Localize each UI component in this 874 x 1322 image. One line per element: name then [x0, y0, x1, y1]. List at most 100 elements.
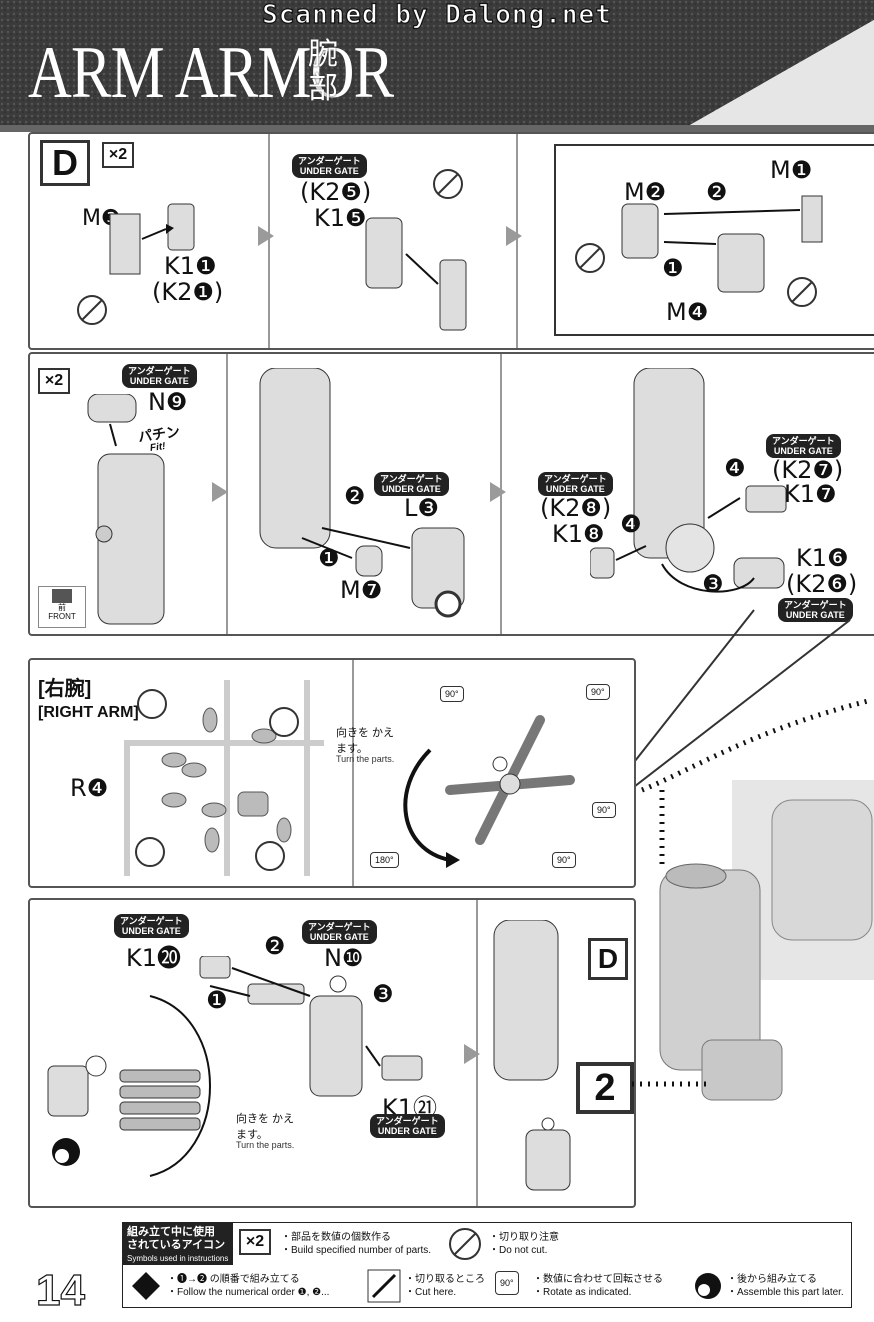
turn-parts-en: Turn the parts.	[336, 754, 395, 764]
under-gate-jp: アンダーゲート	[128, 366, 191, 376]
multiplier-icon: ×2	[239, 1229, 271, 1255]
step-arrow	[258, 226, 274, 246]
forearm-drawing	[493, 920, 571, 1191]
step-number-4: ❹	[724, 454, 746, 482]
step-number-4: ❹	[620, 510, 642, 538]
legend-later-jp: ・後から組み立てる	[727, 1274, 817, 1285]
header-band	[0, 0, 874, 132]
part-m1-label: M❶	[770, 156, 813, 184]
part-k2-5-label: (K2❺)	[300, 178, 372, 206]
rotate-90-icon-mid: 90°	[592, 802, 616, 818]
arm-drawing-3	[590, 368, 787, 593]
under-gate-en: UNDER GATE	[129, 376, 189, 386]
front-indicator: 前 FRONT	[38, 586, 86, 628]
assembled-arm-photo	[641, 697, 874, 1101]
page-title: ARM ARMOR	[28, 32, 394, 114]
step-number-3: ❸	[372, 980, 394, 1008]
legend-x2: ×2	[239, 1229, 271, 1255]
legend-head: 組み立て中に使用 されているアイコン Symbols used in instr…	[123, 1223, 233, 1265]
legend-nocut-jp: ・切り取り注意	[489, 1232, 559, 1243]
legend-x2-text: ・部品を数値の個数作る ・Build specified number of p…	[281, 1231, 431, 1257]
legend-rot-en: ・Rotate as indicated.	[533, 1287, 632, 1298]
part-k2-label: (K2❶)	[152, 278, 224, 306]
legend-cut-jp: ・切り取るところ	[405, 1274, 485, 1285]
part-l3-label: L❸	[404, 494, 439, 522]
page-number: 14	[35, 1265, 85, 1315]
runner-drawing	[124, 680, 324, 876]
turn-parts-jp: 向きを かえます。	[336, 727, 395, 755]
step-arrow	[212, 482, 228, 502]
under-gate-jp: アンダーゲート	[120, 916, 183, 926]
under-gate-en: UNDER GATE	[545, 484, 605, 494]
legend-order-en: ・Follow the numerical order ❶, ❷...	[167, 1287, 330, 1298]
under-gate-jp: アンダーゲート	[380, 474, 443, 484]
legend-later-text: ・後から組み立てる ・Assemble this part later.	[727, 1273, 844, 1299]
legend-nocut-text: ・切り取り注意 ・Do not cut.	[489, 1231, 559, 1257]
divider	[226, 354, 228, 634]
no-cut-icon	[449, 1228, 481, 1260]
under-gate-jp: アンダーゲート	[784, 600, 847, 610]
legend-order-text: ・❶→❷ の順番で組み立てる ・Follow the numerical ord…	[167, 1273, 329, 1299]
rotation-drawing	[403, 715, 575, 868]
arm-drawing-2	[259, 368, 465, 618]
symbol-legend: 組み立て中に使用 されているアイコン Symbols used in instr…	[122, 1222, 852, 1308]
part-n9-label: N❾	[148, 388, 188, 416]
part-k1-7-label: K1❼	[784, 480, 837, 508]
under-gate-en: UNDER GATE	[377, 1126, 437, 1136]
step-number-2: ❷	[706, 178, 728, 206]
part-k1-label: K1❶	[164, 252, 217, 280]
part-m7-label: M❼	[340, 576, 383, 604]
callout-lines	[619, 609, 851, 791]
step-number-2: ❷	[264, 932, 286, 960]
step-number-1: ❶	[206, 986, 228, 1014]
under-gate-en: UNDER GATE	[299, 166, 359, 176]
part-k1-6-label: K1❻	[796, 544, 849, 572]
front-label-jp: 前	[58, 603, 66, 612]
step-number-2: ❷	[344, 482, 366, 510]
page-title-jp: 腕部	[308, 37, 338, 106]
divider	[268, 134, 270, 348]
under-gate-en: UNDER GATE	[785, 610, 845, 620]
part-k2-7-label: (K2❼)	[772, 456, 844, 484]
step-arrow	[490, 482, 506, 502]
part-m2-label: M❷	[624, 178, 667, 206]
callout-dots	[632, 1081, 712, 1087]
part-d-box: D	[40, 140, 90, 186]
arm-drawing-1	[87, 394, 165, 625]
part-2-box: 2	[576, 1062, 634, 1114]
rotate-degrees: 90°	[500, 1278, 514, 1288]
step-arrow	[506, 226, 522, 246]
right-arm-title-jp: [右腕]	[38, 678, 92, 700]
legend-x2-en: ・Build specified number of parts.	[281, 1245, 432, 1256]
front-icon	[52, 589, 72, 603]
under-gate-en: UNDER GATE	[309, 932, 369, 942]
under-gate-jp: アンダーゲート	[308, 922, 371, 932]
rotate-icon: 90°	[495, 1271, 519, 1295]
divider	[352, 660, 354, 886]
rotate-degrees: 90°	[597, 805, 611, 815]
part-drawing-step3	[575, 195, 823, 307]
under-gate-jp: アンダーゲート	[376, 1116, 439, 1126]
legend-head-jp: 組み立て中に使用 されているアイコン	[127, 1226, 226, 1251]
divider	[476, 900, 478, 1206]
order-icon	[132, 1272, 160, 1300]
legend-cut-text: ・切り取るところ ・Cut here.	[405, 1273, 485, 1299]
multiplier-badge: ×2	[102, 142, 134, 168]
part-k1-5-label: K1❺	[314, 204, 367, 232]
step-number-1: ❶	[318, 544, 340, 572]
watermark: Scanned by Dalong.net	[262, 0, 612, 31]
under-gate-jp: アンダーゲート	[772, 436, 835, 446]
step-number-3: ❸	[702, 570, 724, 598]
rotate-degrees: 180°	[375, 855, 394, 865]
